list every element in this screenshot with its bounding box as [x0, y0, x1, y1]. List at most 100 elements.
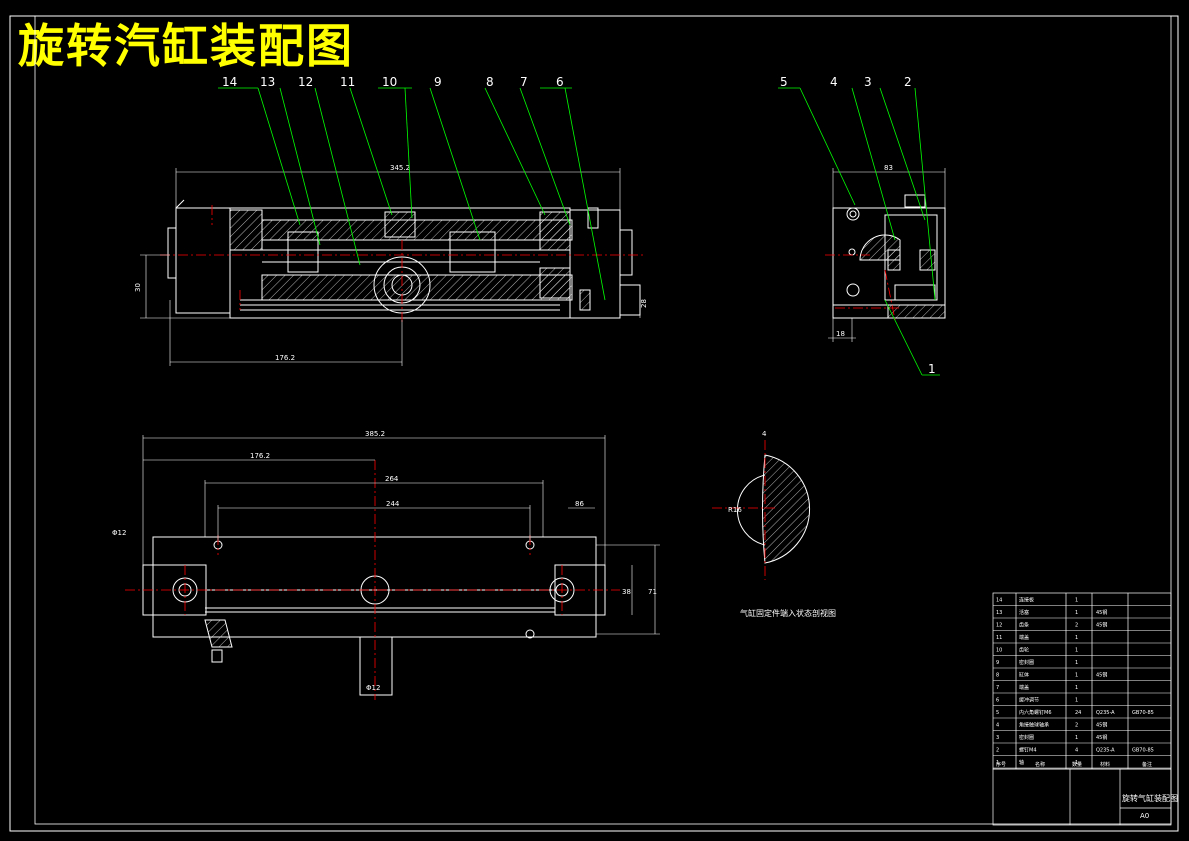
bom-cell-qty: 1: [1075, 610, 1078, 616]
bom-cell-qty: 4: [1075, 748, 1078, 754]
bom-cell-qty: 1: [1075, 635, 1078, 641]
bom-cell-qty: 1: [1075, 685, 1078, 691]
callout-6: 6: [556, 75, 564, 89]
bom-cell-name: 端盖: [1019, 634, 1029, 641]
bom-cell-name: 缓冲调节: [1019, 697, 1039, 704]
dim-plan-hole: Φ12: [112, 529, 126, 537]
callout-14: 14: [222, 75, 237, 89]
callout-12: 12: [298, 75, 313, 89]
side-callout-numbers: 5 4 3 2 1: [780, 75, 936, 376]
inner-border: [34, 15, 1172, 825]
bom-cell-no: 13: [996, 610, 1002, 616]
bom-cell-no: 5: [996, 710, 999, 716]
bom-cell-std: GB70-85: [1132, 710, 1154, 716]
bom-cell-name: 活塞: [1019, 609, 1029, 616]
bom-cell-name: 齿条: [1019, 622, 1029, 629]
drawing-title: 旋转汽缸装配图: [18, 19, 354, 73]
bom-cell-name: 密封圈: [1019, 659, 1034, 666]
dim-right-height: 28: [640, 299, 648, 308]
dim-side-small: 18: [836, 330, 845, 338]
bom-cell-mat: Q235-A: [1096, 710, 1115, 716]
bom-header-qty: 数量: [1072, 761, 1082, 768]
plan-centerlines: [125, 460, 620, 700]
dim-detail-r: R16: [728, 506, 742, 514]
callout-10: 10: [382, 75, 397, 89]
dim-left-height: 30: [134, 283, 142, 292]
dim-side-width: 83: [884, 164, 893, 172]
main-dimensions: [140, 168, 641, 366]
bom-cell-mat: 45钢: [1096, 609, 1107, 616]
bom-cell-no: 7: [996, 685, 999, 691]
bom-cell-name: 角接触球轴承: [1019, 722, 1049, 729]
bom-cell-mat: 45钢: [1096, 722, 1107, 729]
bom-cell-qty: 1: [1075, 760, 1078, 766]
bom-cell-mat: Q235-A: [1096, 748, 1115, 754]
bom-cell-no: 8: [996, 673, 999, 679]
plan-dim-labels: 385.2 176.2 264 244 86 38 71 Φ12 Φ12: [112, 430, 657, 692]
bom-header-mat: 材料: [1100, 761, 1110, 768]
dim-plan-offset: 176.2: [250, 452, 270, 460]
side-callout-leaders: [778, 87, 940, 376]
bom-header-std: 备注: [1142, 761, 1152, 768]
callout-11: 11: [340, 75, 355, 89]
detail-section: [736, 454, 810, 564]
bom-cell-qty: 1: [1075, 698, 1078, 704]
bom-cell-qty: 1: [1075, 673, 1078, 679]
bom-cell-name: 螺钉M4: [1019, 747, 1037, 754]
outer-border: [9, 15, 1179, 832]
callout-3: 3: [864, 75, 872, 89]
detail-centerlines: [712, 440, 775, 580]
bom-cell-no: 3: [996, 735, 999, 741]
bom-cell-std: GB70-85: [1132, 748, 1154, 754]
dim-plan-h1: 38: [622, 588, 631, 596]
bom-table: [992, 592, 1172, 826]
bom-header-no: 序号: [996, 761, 1006, 768]
dim-plan-h2: 71: [648, 588, 657, 596]
bom-cell-mat: 45钢: [1096, 734, 1107, 741]
dim-plan-86: 86: [575, 500, 584, 508]
bom-cell-no: 12: [996, 623, 1002, 629]
bom-cell-no: 9: [996, 660, 999, 666]
bom-cell-no: 1: [996, 760, 999, 766]
bom-cell-mat: 45钢: [1096, 672, 1107, 679]
bom-cell-qty: 1: [1075, 660, 1078, 666]
title-block-sheet: A0: [1140, 812, 1149, 820]
main-section-view: [167, 199, 641, 319]
bom-cell-qty: 1: [1075, 648, 1078, 654]
bom-cell-qty: 24: [1075, 710, 1081, 716]
bom-cell-name: 端盖: [1019, 684, 1029, 691]
main-callout-numbers: 14 13 12 11 10 9 8 7 6: [222, 75, 564, 89]
bom-cell-no: 11: [996, 635, 1002, 641]
main-centerlines: [160, 205, 645, 325]
bom-cell-mat: 45钢: [1096, 622, 1107, 629]
callout-2: 2: [904, 75, 912, 89]
side-view: [832, 194, 946, 319]
callout-7: 7: [520, 75, 528, 89]
dim-detail-gap: 4: [762, 430, 767, 438]
dim-plan-264: 264: [385, 475, 399, 483]
callout-5: 5: [780, 75, 788, 89]
dim-top-length: 345.2: [390, 164, 410, 172]
bom-header-name: 名称: [1035, 761, 1045, 768]
bom-cell-name: 内六角螺钉M6: [1019, 709, 1052, 716]
bom-cell-name: 缸体: [1019, 672, 1029, 679]
bom-cell-qty: 2: [1075, 723, 1078, 729]
bom-cell-no: 6: [996, 698, 999, 704]
bom-cell-name: 轴: [1019, 759, 1024, 766]
title-block-name: 旋转气缸装配图: [1122, 793, 1178, 803]
bom-cell-qty: 1: [1075, 598, 1078, 604]
plan-dimensions: [142, 435, 660, 635]
bom-cell-no: 2: [996, 748, 999, 754]
bom-cell-qty: 1: [1075, 735, 1078, 741]
bom-cell-name: 密封圈: [1019, 734, 1034, 741]
plan-view: [142, 536, 606, 696]
main-callout-leaders: [218, 87, 606, 301]
callout-1: 1: [928, 362, 936, 376]
bom-cell-no: 4: [996, 723, 999, 729]
side-dimensions: [828, 168, 946, 342]
dim-plan-244: 244: [386, 500, 400, 508]
bom-cell-name: 齿轮: [1019, 647, 1029, 654]
callout-9: 9: [434, 75, 442, 89]
